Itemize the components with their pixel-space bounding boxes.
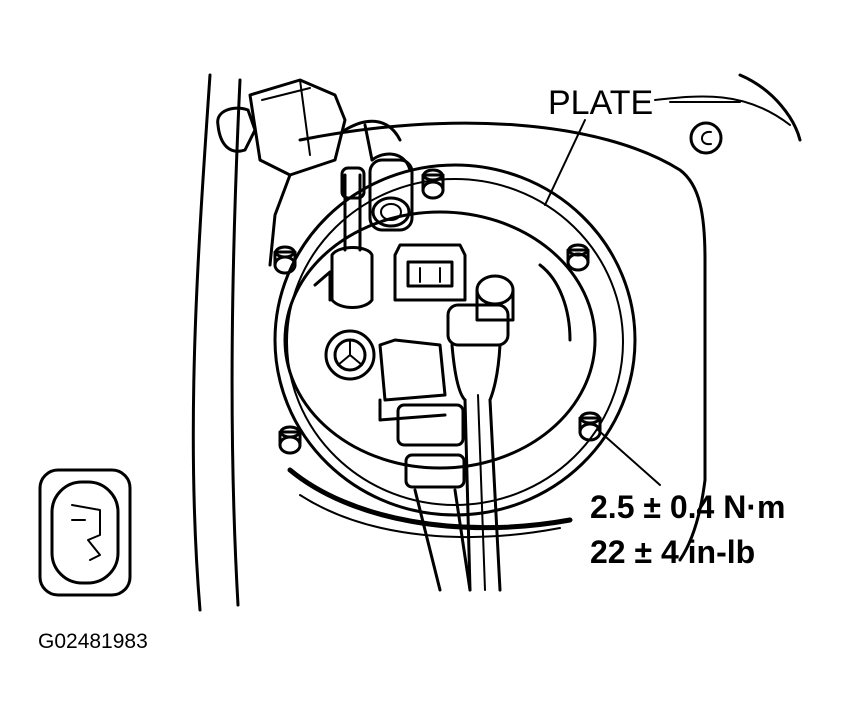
plate-leader-line — [544, 101, 741, 206]
torque-value-nm: 2.5 ± 0.4 N·m — [590, 489, 785, 525]
bolt-icon — [278, 425, 302, 455]
bolt-icon — [578, 411, 602, 442]
figure-id: G02481983 — [38, 630, 148, 653]
fuel-line-top — [330, 119, 414, 309]
regulator-cap — [324, 329, 376, 381]
pump-flange — [283, 210, 597, 470]
plate-label: PLATE — [548, 84, 653, 122]
bolt-icon — [421, 168, 445, 200]
torque-value-inlb: 22 ± 4 in-lb — [590, 534, 755, 570]
bolt-icon — [273, 245, 297, 275]
rivet-icon — [689, 121, 723, 155]
fuel-hose — [446, 303, 510, 592]
quick-connector — [378, 338, 472, 592]
torque-leader-line — [597, 429, 661, 486]
bolt-icon — [566, 243, 590, 272]
pump-connector — [393, 243, 467, 302]
plate-ring — [273, 163, 637, 538]
access-port-icon — [38, 468, 132, 597]
wiring-connector — [216, 78, 347, 267]
